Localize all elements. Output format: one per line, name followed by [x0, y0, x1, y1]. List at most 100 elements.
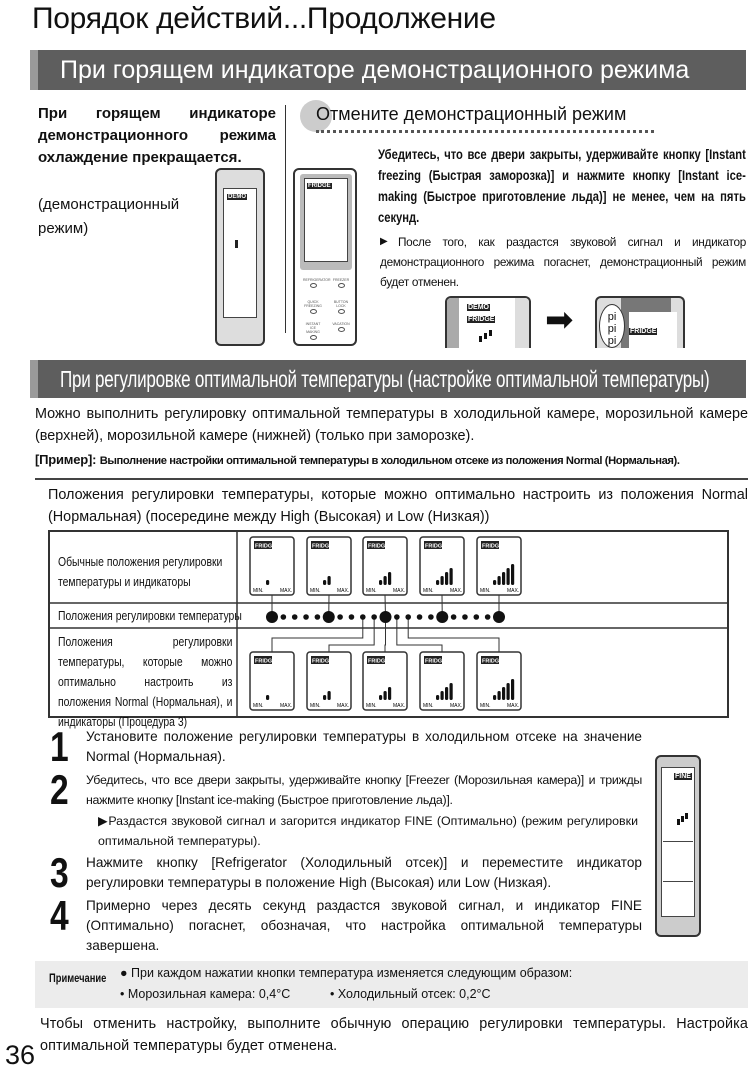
- fridge-tag: [424, 541, 442, 549]
- level-bar: [379, 580, 383, 585]
- min-label: MIN.: [480, 703, 491, 709]
- fridge-tag: [367, 541, 385, 549]
- max-label: MAX.: [450, 703, 462, 709]
- level-bar: [506, 568, 510, 585]
- level-bar: [323, 580, 327, 585]
- note-line: ● При каждом нажатии кнопки температура …: [120, 966, 573, 980]
- fridge-display: [419, 536, 465, 596]
- major-position-dot: [266, 611, 278, 623]
- fridge-label: FRIDGE: [255, 659, 276, 665]
- control-panel-illustration-demo: DEMO: [215, 168, 265, 346]
- level-bar: [383, 576, 387, 585]
- cancel-optimal-text: Чтобы отменить настройку, выполните обыч…: [40, 1016, 748, 1054]
- display-before: DEMO FRIDGE: [445, 296, 531, 348]
- level-bar: [497, 576, 501, 585]
- fridge-label: FRIDGE: [312, 544, 333, 550]
- max-label: MAX.: [393, 703, 405, 709]
- level-bar: [511, 679, 515, 700]
- position-dot: [291, 614, 298, 620]
- min-label: MIN.: [366, 588, 377, 594]
- fridge-tag: [481, 656, 499, 664]
- fridge-tag: [311, 541, 329, 549]
- panel-button: INSTANT ICE MAKING: [303, 322, 323, 341]
- level-bar: [388, 572, 392, 585]
- fridge-tag: [311, 656, 329, 664]
- step-number: 1: [50, 723, 69, 770]
- panel-button: BUTTON LOCK: [331, 300, 351, 315]
- step-number: 4: [50, 892, 69, 939]
- row-label-positions: Положения регулировки температуры: [58, 608, 242, 623]
- level-bar: [440, 576, 444, 585]
- level-bar: [449, 683, 453, 700]
- cancel-result: После того, как раздастся звуковой сигна…: [380, 235, 746, 289]
- min-label: MIN.: [253, 588, 264, 594]
- fine-indicator-icon: FINE: [674, 773, 692, 780]
- level-bar: [266, 580, 270, 585]
- level-bar: [436, 695, 440, 700]
- step-text: Примерно через десять секунд раздастся з…: [86, 898, 642, 953]
- panel-button: VACATION: [331, 322, 351, 333]
- page-title: Порядок действий...Продолжение: [32, 2, 496, 35]
- level-bar: [511, 564, 515, 585]
- level-bar: [327, 576, 331, 585]
- level-bar: [266, 695, 270, 700]
- note-freezer: • Морозильная камера: 0,4°C: [120, 987, 291, 1001]
- note-box: Примечание ● При каждом нажатии кнопки т…: [35, 961, 748, 1008]
- level-bar: [445, 687, 449, 700]
- max-label: MAX.: [393, 588, 405, 594]
- note-label: Примечание: [49, 971, 107, 985]
- position-dot: [405, 614, 412, 620]
- connector: [407, 617, 500, 652]
- fridge-display: [419, 651, 465, 711]
- level-bar: [445, 572, 449, 585]
- demo-description: При горящем индикаторе демонстрационного…: [38, 105, 276, 166]
- fridge-tag: [481, 541, 499, 549]
- fridge-label: FRIDGE: [482, 659, 503, 665]
- position-dot: [484, 614, 491, 620]
- fridge-display: [249, 536, 295, 596]
- position-dot: [450, 614, 457, 620]
- level-bar: [440, 691, 444, 700]
- min-label: MIN.: [423, 588, 434, 594]
- demo-subtitle: (демонстрационный режим): [38, 196, 180, 237]
- rule: [35, 478, 748, 480]
- demo-indicator-icon: DEMO: [227, 194, 247, 200]
- major-position-dot: [379, 611, 392, 623]
- max-label: MAX.: [507, 588, 519, 594]
- max-label: MAX.: [337, 588, 349, 594]
- connector: [271, 617, 364, 652]
- level-bar: [493, 695, 497, 700]
- note-fridge: • Холодильный отсек: 0,2°C: [330, 987, 491, 1001]
- row-label-normal: Обычные положения регулировки температур…: [58, 554, 223, 589]
- level-bar: [327, 691, 331, 700]
- position-dot: [416, 614, 423, 620]
- min-label: MIN.: [423, 703, 434, 709]
- connector: [396, 617, 443, 652]
- position-dot: [348, 614, 355, 620]
- fridge-tag: [254, 541, 272, 549]
- positions-text: Положения регулировки температуры, котор…: [48, 487, 748, 525]
- level-bar: [323, 695, 327, 700]
- fridge-display: [476, 536, 522, 596]
- level-bar: [388, 687, 392, 700]
- min-label: MIN.: [366, 703, 377, 709]
- fridge-display: [249, 651, 295, 711]
- position-dot: [473, 614, 480, 620]
- step-text: Убедитесь, что все двери закрыты, удержи…: [86, 773, 642, 807]
- fridge-display: [362, 651, 408, 711]
- level-bar: [493, 580, 497, 585]
- fridge-tag: [254, 656, 272, 664]
- arrow-right-icon: ➡: [545, 301, 574, 339]
- position-dot: [314, 614, 321, 620]
- fridge-label: FRIDGE: [255, 544, 276, 550]
- level-bar: [502, 687, 506, 700]
- optimal-intro: Можно выполнить регулировку оптимальной …: [35, 406, 748, 444]
- temperature-diagram: FRIDGE MIN. MAX. FRIDGE MIN. MAX. FRIDGE MIN. MA…: [50, 532, 727, 716]
- heading-circle-icon: [300, 100, 332, 132]
- level-bar: [449, 568, 453, 585]
- max-label: MAX.: [337, 703, 349, 709]
- fridge-tag: [424, 656, 442, 664]
- divider: [285, 105, 286, 333]
